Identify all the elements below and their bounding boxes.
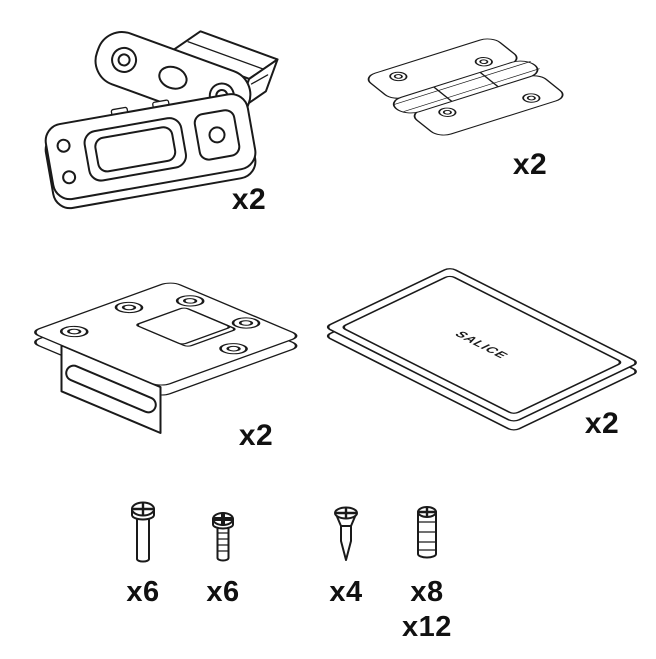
countersunk-screw-drawing: [334, 506, 358, 561]
qty-label-cover-plate: x2: [584, 407, 620, 440]
screw-hole: [56, 138, 71, 153]
qty-label-euro-screw: x8: [410, 576, 444, 608]
damper-unit: [44, 93, 257, 201]
hinge-knuckle: [392, 60, 539, 114]
flap-hinge-drawing: [367, 38, 564, 136]
qty-label-flat-head-screw: x6: [206, 576, 240, 608]
qty-label-euro-screw-alt: x12: [402, 611, 452, 643]
center-hole: [158, 65, 188, 90]
hinge-mechanism-drawing: [44, 30, 279, 210]
flange-slot: [65, 364, 157, 414]
screw-hole: [62, 170, 77, 185]
cover-rim: [342, 275, 622, 414]
screw-shank: [136, 516, 150, 563]
screw-body: [417, 511, 437, 559]
flap-hinge-body: [367, 38, 564, 136]
mounting-plate-drawing: [34, 282, 298, 434]
euro-screw-drawing: [417, 506, 437, 559]
qty-label-countersunk-screw: x4: [329, 576, 363, 608]
qty-label-hinge-mechanism: x2: [231, 183, 267, 216]
plate-top-face: [34, 282, 298, 386]
qty-label-flap-hinge: x2: [512, 148, 548, 181]
qty-label-mounting-plate: x2: [238, 419, 274, 452]
screw-shank: [216, 525, 230, 562]
qty-label-pan-head-screw: x6: [126, 576, 160, 608]
pan-head-screw-drawing: [131, 501, 155, 563]
flat-head-screw-drawing: [212, 512, 234, 562]
cover-plate-drawing: SALICE: [326, 268, 637, 431]
window-cutout: [136, 307, 231, 345]
cover-top-face: SALICE: [326, 268, 637, 422]
screw-shank: [340, 524, 352, 561]
